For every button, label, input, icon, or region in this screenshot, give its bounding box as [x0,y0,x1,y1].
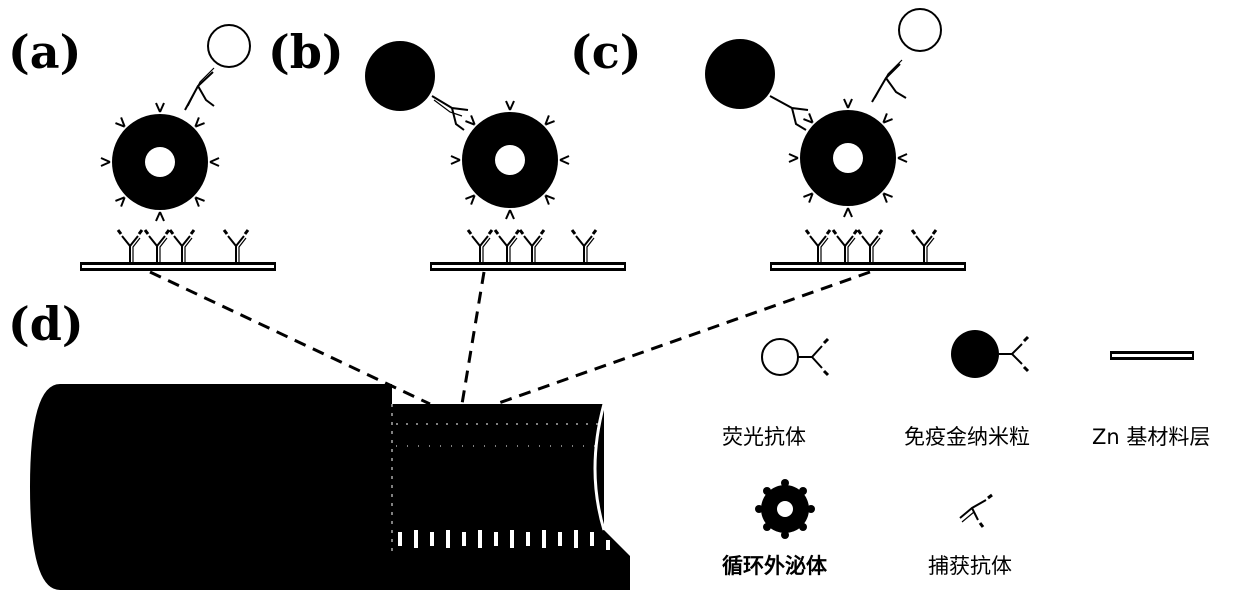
legend-capture-antibody-label: 捕获抗体 [928,554,1012,578]
legend-capture-antibody-icon [960,495,992,527]
panel-label-d: (d) [8,297,84,351]
tube-illustration [30,384,630,590]
legend-gold-nanoparticle-icon [951,330,1028,378]
legend-fluorescent-antibody-label: 荧光抗体 [722,425,806,449]
legend: 荧光抗体 免疫金纳米粒 Zn 基材料层 循环外泌体 [722,330,1210,578]
legend-zn-substrate-icon [1110,351,1194,360]
legend-zn-substrate-label: Zn 基材料层 [1092,425,1210,449]
panel-c-assembly [705,9,966,271]
legend-fluorescent-antibody-icon [762,339,828,375]
legend-gold-nanoparticle-label: 免疫金纳米粒 [904,425,1030,449]
legend-exosome-label: 循环外泌体 [722,554,828,578]
panel-label-a: (a) [8,25,81,79]
legend-exosome-icon [755,479,815,539]
panel-a-assembly [80,25,276,271]
panel-label-b: (b) [268,25,344,79]
panel-label-c: (c) [570,25,642,79]
